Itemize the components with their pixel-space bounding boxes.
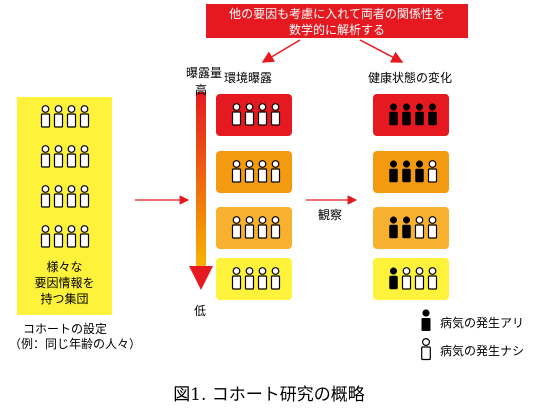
sick-person-icon — [415, 160, 424, 183]
cohort-person-icon — [53, 225, 64, 248]
banner-arrow-left — [261, 39, 301, 63]
cohort-person-icon — [79, 225, 90, 248]
healthy-person-icon — [257, 160, 268, 183]
sick-person-icon — [402, 103, 411, 126]
cohort-person-icon — [40, 225, 51, 248]
healthy-person-icon — [427, 160, 438, 183]
healthy-person-icon — [231, 160, 242, 183]
healthy-person-icon — [427, 267, 438, 290]
exposure-axis-high: 高 — [194, 83, 207, 97]
exposure-group-yellow — [216, 258, 292, 300]
cohort-person-icon — [40, 185, 51, 208]
analysis-banner: 他の要因も考慮に入れて両者の関係性を 数学的に解析する — [206, 4, 468, 38]
cohort-person-icon — [40, 105, 51, 128]
healthy-person-icon — [257, 216, 268, 239]
sick-person-icon — [402, 160, 411, 183]
banner-line-1: 他の要因も考慮に入れて両者の関係性を — [229, 7, 445, 21]
healthy-person-icon — [231, 267, 242, 290]
exposure-gradient-arrowhead — [189, 266, 213, 290]
outcome-group-amber — [373, 207, 449, 249]
healthy-person-icon — [270, 216, 281, 239]
cohort-text-3: 持つ集団 — [40, 292, 89, 306]
outcome-group-yellow — [373, 258, 449, 300]
exposure-group-red — [216, 94, 292, 136]
cohort-person-icon — [53, 145, 64, 168]
exposure-gradient-bar — [196, 92, 206, 268]
cohort-person-icon — [66, 105, 77, 128]
outcome-group-red — [373, 94, 449, 136]
banner-line-2: 数学的に解析する — [288, 23, 385, 37]
cohort-person-icon — [66, 145, 77, 168]
healthy-person-icon — [270, 103, 281, 126]
legend-sick-label: 病気の発生アリ — [440, 316, 525, 330]
cohort-person-icon — [79, 145, 90, 168]
healthy-person-icon — [427, 216, 438, 239]
healthy-person-icon — [270, 160, 281, 183]
healthy-person-icon — [244, 103, 255, 126]
sick-person-icon — [402, 216, 411, 239]
cohort-person-icon — [66, 185, 77, 208]
healthy-person-icon — [244, 267, 255, 290]
sick-person-icon — [389, 216, 398, 239]
cohort-text-2: 要因情報を — [34, 276, 95, 290]
healthy-person-icon — [270, 267, 281, 290]
legend-healthy-icon — [421, 338, 431, 361]
cohort-person-icon — [53, 105, 64, 128]
legend-sick-icon — [421, 309, 431, 331]
exposure-axis-low: 低 — [194, 304, 207, 318]
exposure-axis-label-1: 曝露量 — [186, 66, 223, 80]
cohort-text-1: 様々な — [46, 260, 83, 274]
cohort-setting-example: （例：同じ年齢の人々） — [9, 337, 142, 351]
sick-person-icon — [389, 160, 398, 183]
figure-caption: 図1. コホート研究の概略 — [173, 385, 365, 405]
cohort-box-text: 様々な 要因情報を 持つ集団 — [17, 259, 112, 307]
cohort-box: 様々な 要因情報を 持つ集団 — [17, 97, 112, 315]
healthy-person-icon — [244, 216, 255, 239]
sick-person-icon — [389, 267, 398, 290]
environment-exposure-heading: 環境曝露 — [224, 71, 273, 85]
healthy-person-icon — [414, 216, 425, 239]
cohort-people — [40, 105, 90, 248]
cohort-person-icon — [53, 185, 64, 208]
observe-label: 観察 — [318, 208, 343, 222]
healthy-person-icon — [257, 103, 268, 126]
healthy-person-icon — [414, 267, 425, 290]
legend-icons — [421, 309, 431, 361]
cohort-person-icon — [79, 105, 90, 128]
healthy-person-icon — [401, 267, 412, 290]
sick-person-icon — [389, 103, 398, 126]
exposure-axis-label: 曝露量 高 — [186, 64, 223, 98]
healthy-person-icon — [231, 216, 242, 239]
legend-healthy-label: 病気の発生ナシ — [440, 344, 525, 358]
sick-person-icon — [415, 103, 424, 126]
exposure-group-amber — [216, 207, 292, 249]
sick-person-icon — [428, 103, 437, 126]
health-change-heading: 健康状態の変化 — [368, 71, 453, 85]
exposure-group-orange — [216, 151, 292, 193]
healthy-person-icon — [244, 160, 255, 183]
cohort-person-icon — [40, 145, 51, 168]
outcome-group-orange — [373, 151, 449, 193]
healthy-person-icon — [257, 267, 268, 290]
banner-arrow-right — [359, 39, 404, 63]
cohort-person-icon — [79, 185, 90, 208]
cohort-person-icon — [66, 225, 77, 248]
cohort-setting-label: コホートの設定 — [23, 322, 108, 336]
healthy-person-icon — [231, 103, 242, 126]
